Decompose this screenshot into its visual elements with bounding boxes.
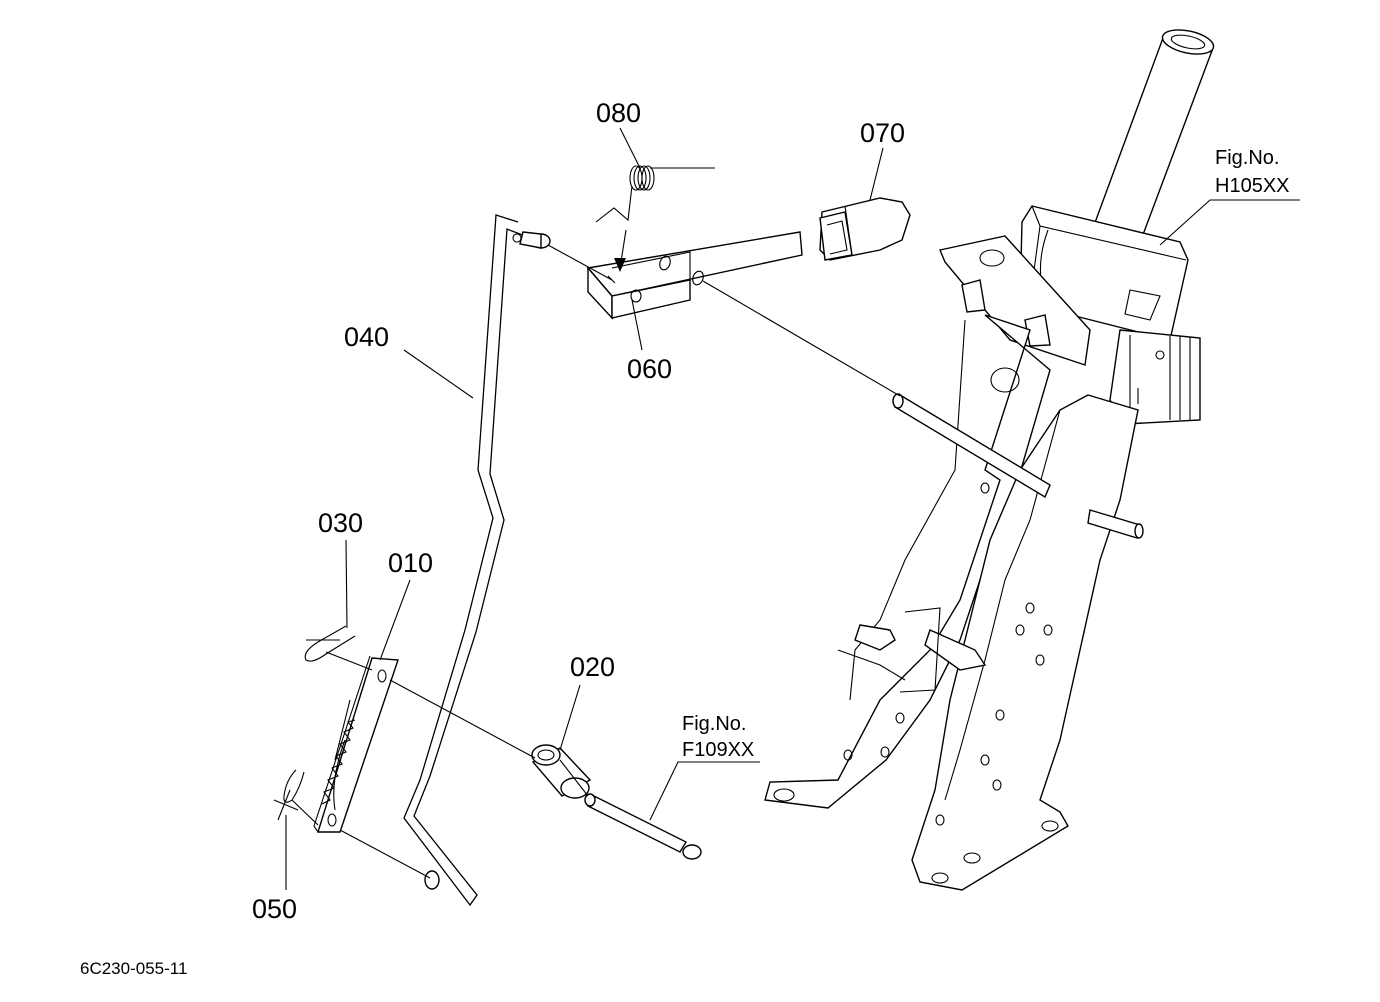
steering-column-frame bbox=[764, 29, 1215, 891]
pivot-pin bbox=[584, 793, 702, 860]
ref-fig-code-f: F109XX bbox=[682, 739, 754, 761]
clip-pin-030 bbox=[304, 625, 356, 662]
lever-bracket bbox=[586, 229, 803, 320]
leader-lines bbox=[285, 127, 1300, 890]
collar bbox=[531, 744, 592, 799]
label-part-040: 040 bbox=[344, 322, 389, 352]
label-part-070: 070 bbox=[860, 118, 905, 148]
label-part-030: 030 bbox=[318, 508, 363, 538]
ref-fig-label-f: Fig.No. bbox=[682, 713, 746, 735]
assembly-lines bbox=[291, 244, 901, 879]
label-part-060: 060 bbox=[627, 354, 672, 384]
clip-pin-050 bbox=[273, 769, 305, 821]
drawing-code: 6C230-055-11 bbox=[80, 959, 187, 978]
ref-fig-code-h: H105XX bbox=[1215, 175, 1290, 197]
ratchet-plate bbox=[313, 655, 399, 833]
label-part-080: 080 bbox=[596, 98, 641, 128]
label-part-050: 050 bbox=[252, 894, 297, 924]
grip-knob bbox=[819, 197, 911, 261]
label-part-010: 010 bbox=[388, 548, 433, 578]
label-part-020: 020 bbox=[570, 652, 615, 682]
torsion-spring bbox=[595, 165, 715, 223]
lever-rod bbox=[403, 214, 551, 907]
ref-fig-label-h: Fig.No. bbox=[1215, 147, 1279, 169]
